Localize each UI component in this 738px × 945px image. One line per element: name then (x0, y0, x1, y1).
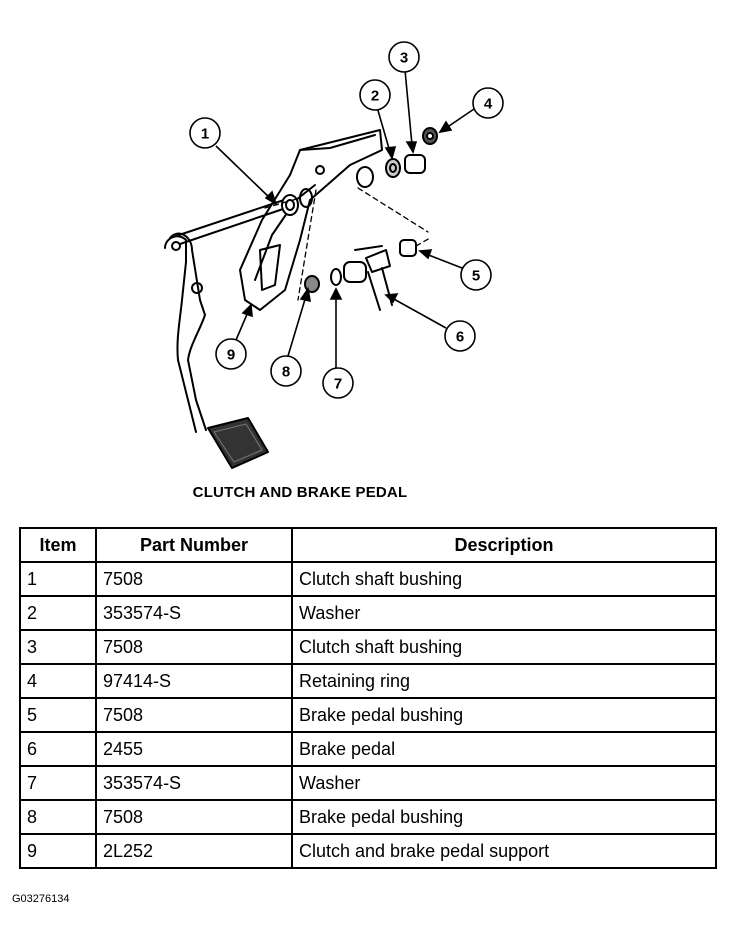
table-row: 2 353574-S Washer (19, 595, 717, 631)
description-cell: Washer (291, 765, 717, 801)
part-number-cell: 7508 (95, 799, 293, 835)
part-number-cell: 7508 (95, 629, 293, 665)
item-cell: 9 (19, 833, 97, 869)
callout-7-label: 7 (334, 376, 342, 393)
callout-6 (444, 320, 476, 352)
part-number-cell: 7508 (95, 561, 293, 597)
header-part-number: Part Number (95, 527, 293, 563)
callout-8-label: 8 (282, 364, 290, 381)
part-number-cell: 2455 (95, 731, 293, 767)
callout-1 (189, 117, 221, 149)
callout-9 (215, 338, 247, 370)
diagram-caption: CLUTCH AND BRAKE PEDAL (192, 484, 408, 501)
item-cell: 2 (19, 595, 97, 631)
part-number-cell: 2L252 (95, 833, 293, 869)
table-row: 5 7508 Brake pedal bushing (19, 697, 717, 733)
table-row: 3 7508 Clutch shaft bushing (19, 629, 717, 665)
item-cell: 8 (19, 799, 97, 835)
callout-9-label: 9 (227, 347, 235, 364)
table-row: 6 2455 Brake pedal (19, 731, 717, 767)
description-cell: Brake pedal (291, 731, 717, 767)
pedal-support-drawing (239, 129, 383, 311)
description-cell: Brake pedal bushing (291, 697, 717, 733)
description-cell: Clutch shaft bushing (291, 629, 717, 665)
callout-2-label: 2 (371, 88, 379, 105)
description-cell: Washer (291, 595, 717, 631)
item-cell: 1 (19, 561, 97, 597)
header-item: Item (19, 527, 97, 563)
callout-7 (322, 367, 354, 399)
table-row: 8 7508 Brake pedal bushing (19, 799, 717, 835)
part-number-cell: 97414-S (95, 663, 293, 699)
clutch-pedal-drawing (164, 199, 287, 469)
callout-5 (460, 259, 492, 291)
bushings-drawing (281, 127, 438, 293)
callout-4-label: 4 (484, 96, 493, 113)
table-row: 4 97414-S Retaining ring (19, 663, 717, 699)
description-cell: Clutch and brake pedal support (291, 833, 717, 869)
item-cell: 5 (19, 697, 97, 733)
callout-3-label: 3 (400, 50, 408, 67)
item-cell: 4 (19, 663, 97, 699)
item-cell: 7 (19, 765, 97, 801)
callout-1-label: 1 (201, 126, 209, 143)
description-cell: Retaining ring (291, 663, 717, 699)
description-cell: Clutch shaft bushing (291, 561, 717, 597)
callout-3 (388, 41, 420, 73)
part-number-cell: 353574-S (95, 765, 293, 801)
callout-5-label: 5 (472, 268, 480, 285)
part-number-cell: 353574-S (95, 595, 293, 631)
callout-4 (472, 87, 504, 119)
callout-2 (359, 79, 391, 111)
table-header-row: Item Part Number Description (19, 527, 717, 563)
parts-table: Item Part Number Description 1 7508 Clut… (19, 527, 717, 869)
table-row: 7 353574-S Washer (19, 765, 717, 801)
header-description: Description (291, 527, 717, 563)
table-row: 1 7508 Clutch shaft bushing (19, 561, 717, 597)
item-cell: 3 (19, 629, 97, 665)
description-cell: Brake pedal bushing (291, 799, 717, 835)
figure-id: G03276134 (12, 893, 70, 905)
clutch-brake-pedal-diagram: 1 2 3 4 5 6 7 8 9 (164, 41, 504, 469)
table-row: 9 2L252 Clutch and brake pedal support (19, 833, 717, 869)
item-cell: 6 (19, 731, 97, 767)
callout-8 (270, 355, 302, 387)
callout-6-label: 6 (456, 329, 464, 346)
part-number-cell: 7508 (95, 697, 293, 733)
